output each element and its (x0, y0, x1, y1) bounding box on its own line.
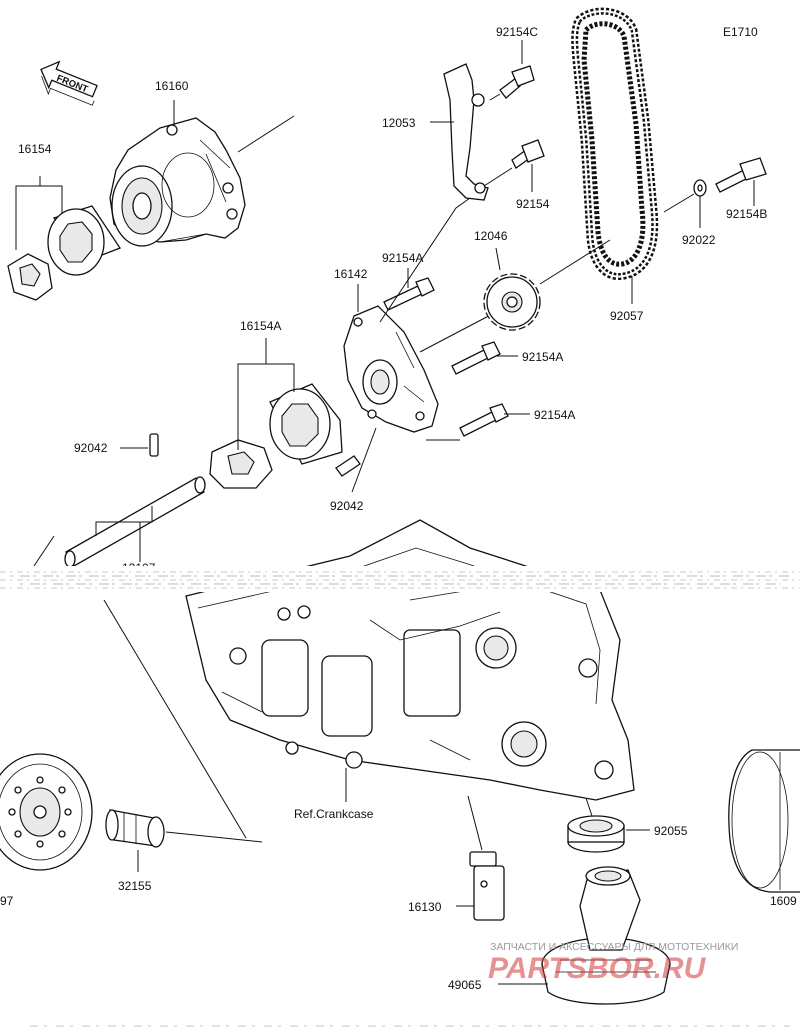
part-label-16154a: 16154A (240, 319, 281, 333)
part-label-92154: 92154 (516, 197, 550, 211)
watermark-line1: ЗАПЧАСТИ И АКСЕССУАРЫ ДЛЯ МОТОТЕХНИКИ (490, 941, 738, 953)
outer-rotor-16154a (269, 383, 343, 465)
pump-housing-16160 (109, 117, 246, 247)
sprocket-12046 (483, 273, 541, 331)
part-label-32155: 32155 (118, 879, 152, 893)
ref-crankcase-label: Ref.Crankcase (294, 807, 374, 821)
bolt-92154a-2 (451, 341, 501, 375)
pipe-32155 (105, 809, 165, 848)
part-label-16097-right: 1609 (770, 894, 797, 908)
part-label-16130: 16130 (408, 900, 442, 914)
chain-guide-12053 (443, 63, 489, 201)
drive-chain-92057 (571, 7, 659, 281)
bolt-92154 (511, 139, 545, 169)
front-arrow-icon: FRONT (40, 60, 98, 106)
part-label-92154a-2: 92154A (522, 350, 563, 364)
part-label-16142: 16142 (334, 267, 368, 281)
pressure-switch-16130 (469, 851, 505, 921)
scan-noise-band (0, 566, 800, 592)
oil-filter-left (0, 753, 93, 871)
part-label-16154: 16154 (18, 142, 52, 156)
inner-rotor-16154a (209, 439, 273, 489)
diagram-code: E1710 (723, 25, 758, 39)
part-label-92022: 92022 (682, 233, 716, 247)
pin-92042-b (335, 455, 361, 477)
crankcase (185, 519, 635, 801)
part-label-92154c: 92154C (496, 25, 538, 39)
part-label-16097-left: 97 (0, 894, 14, 908)
part-label-92042-b: 92042 (330, 499, 364, 513)
part-label-92154a-1: 92154A (382, 251, 423, 265)
outer-rotor-16154 (47, 205, 121, 276)
plug-92055 (567, 815, 625, 853)
pin-92042-a (149, 433, 159, 457)
bolt-92154c (499, 65, 535, 99)
part-label-92055: 92055 (654, 824, 688, 838)
oil-filter-right (728, 749, 800, 893)
pump-cover-16142 (343, 305, 439, 433)
part-label-92154b: 92154B (726, 207, 767, 221)
part-label-12053: 12053 (382, 116, 416, 130)
inner-rotor-16154 (7, 253, 53, 301)
bolt-92154a-1 (383, 277, 435, 311)
watermark-line2: PARTSBOR.RU (488, 952, 707, 985)
bolt-92154b (715, 157, 767, 193)
part-label-16160: 16160 (155, 79, 189, 93)
part-label-92057: 92057 (610, 309, 644, 323)
oil-strainer-49065 (541, 866, 671, 1005)
part-label-12046: 12046 (474, 229, 508, 243)
bolt-92154a-3 (459, 403, 509, 437)
part-label-92154a-3: 92154A (534, 408, 575, 422)
part-label-49065: 49065 (448, 978, 482, 992)
part-label-92042-a: 92042 (74, 441, 108, 455)
washer-92022 (693, 179, 707, 197)
